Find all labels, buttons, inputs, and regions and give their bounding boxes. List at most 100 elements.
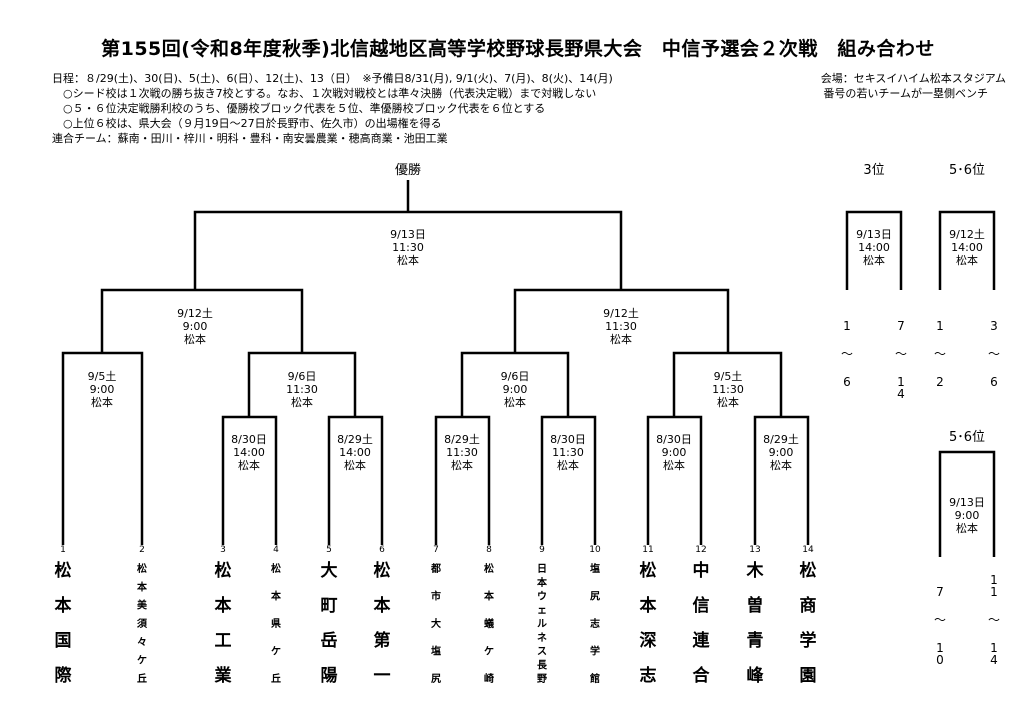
range-glyph: 1 <box>936 641 944 655</box>
range-glyph: 〜 <box>988 347 1000 361</box>
team-name-char: 々 <box>137 636 147 648</box>
team-name-char: 中 <box>693 560 710 581</box>
team-number-5: 5 <box>326 545 332 555</box>
range-glyph: 1 <box>843 319 851 333</box>
team-name-char: 一 <box>374 666 391 686</box>
team-number-8: 8 <box>486 545 492 555</box>
team-labels: 1松本国際2松本美須々ケ丘3松本工業4松本県ケ丘5大町岳陽6松本第一7都市大塩尻… <box>55 545 817 686</box>
match-venue: 松本 <box>344 458 366 472</box>
team-number-10: 10 <box>589 545 601 555</box>
team-name-char: ケ <box>137 655 147 667</box>
match-venue: 松本 <box>397 253 419 267</box>
third-range-2: 7〜14 <box>895 319 907 401</box>
match-venue: 松本 <box>863 253 885 267</box>
match-time: 11:30 <box>446 446 478 459</box>
team-name-char: 本 <box>215 595 232 616</box>
team-name-char: 尻 <box>590 591 600 603</box>
team-name-char: 松 <box>271 562 281 575</box>
match-time: 14:00 <box>951 241 983 254</box>
range-glyph: 〜 <box>988 613 1000 627</box>
team-name-char: 館 <box>589 672 600 685</box>
match-date: 9/5土 <box>714 370 743 383</box>
range-glyph: 4 <box>990 653 998 667</box>
team-name-char: 本 <box>374 595 391 616</box>
match-venue: 松本 <box>451 458 473 472</box>
team-name-char: 松 <box>137 562 147 575</box>
match-date: 8/30日 <box>550 433 586 446</box>
fifth-sixth-header: 5･6位 <box>949 163 985 178</box>
match-venue: 松本 <box>91 395 113 409</box>
joint-team-note: 連合チーム：蘇南・田川・梓川・明科・豊科・南安曇農業・穂高商業・池田工業 <box>52 132 448 145</box>
third-place-header: 3位 <box>863 163 884 178</box>
match-date: 9/13日 <box>949 496 985 509</box>
range-glyph: 7 <box>936 585 944 599</box>
team-number-4: 4 <box>273 545 279 555</box>
team-number-11: 11 <box>642 545 653 555</box>
qualification-note: ○上位６校は、県大会（９月19日〜27日於長野市、佐久市）の出場権を得る <box>52 117 442 130</box>
team-number-1: 1 <box>60 545 66 555</box>
team-name-char: ケ <box>271 646 281 658</box>
team-name-char: 本 <box>640 595 657 616</box>
range-glyph: 〜 <box>934 347 946 361</box>
fifth-sixth-header-2: 5･6位 <box>949 430 985 445</box>
team-number-9: 9 <box>539 545 545 555</box>
team-name-char: 都 <box>430 562 441 575</box>
team-name-char: 工 <box>215 631 232 651</box>
team-name-char: 曽 <box>747 595 764 616</box>
team-name-char: 深 <box>640 630 657 651</box>
bracket-lines <box>61 180 996 557</box>
team-name-char: 尻 <box>431 673 441 685</box>
team-name-char: 松 <box>800 560 817 581</box>
match-venue: 松本 <box>557 458 579 472</box>
team-name-char: 塩 <box>590 562 600 575</box>
team-name-char: 崎 <box>484 672 494 685</box>
team-name-char: 塩 <box>431 645 441 658</box>
match-date: 9/12土 <box>949 228 985 241</box>
placement-rule-note: ○５・６位決定戦勝利校のうち、優勝校ブロック代表を５位、準優勝校ブロック代表を６… <box>52 102 546 115</box>
fifth-b-range-2: 11〜14 <box>988 573 1000 667</box>
schedule-note: 日程：８/29(土)、30(日)、5(土)、6(日）、12(土)、13（日） ※… <box>52 72 613 85</box>
range-glyph: 〜 <box>934 613 946 627</box>
match-labels: 8/30日14:00松本8/29土14:00松本8/29土11:30松本8/30… <box>88 228 985 535</box>
team-number-6: 6 <box>379 545 385 555</box>
team-name-char: 本 <box>484 590 495 603</box>
team-name-char: 志 <box>590 617 600 630</box>
team-name-char: 丘 <box>137 673 147 685</box>
match-date: 9/13日 <box>390 228 426 241</box>
page-title: 第155回(令和8年度秋季)北信越地区高等学校野球長野県大会 中信予選会２次戦 … <box>101 38 935 60</box>
match-venue: 松本 <box>291 395 313 409</box>
match-venue: 松本 <box>956 521 978 535</box>
match-time: 9:00 <box>183 320 208 333</box>
team-name-char: 美 <box>137 599 148 612</box>
match-date: 9/5土 <box>88 370 117 383</box>
match-date: 8/29土 <box>763 433 799 446</box>
match-venue: 松本 <box>717 395 739 409</box>
team-name-char: ル <box>537 619 547 630</box>
match-time: 14:00 <box>233 446 265 459</box>
match-date: 9/12土 <box>177 307 213 320</box>
team-name-char: 野 <box>537 673 547 685</box>
match-venue: 松本 <box>184 332 206 346</box>
match-date: 9/12土 <box>603 307 639 320</box>
team-name-char: 合 <box>693 665 711 686</box>
team-name-char: 日 <box>537 563 547 575</box>
match-date: 9/13日 <box>856 228 892 241</box>
